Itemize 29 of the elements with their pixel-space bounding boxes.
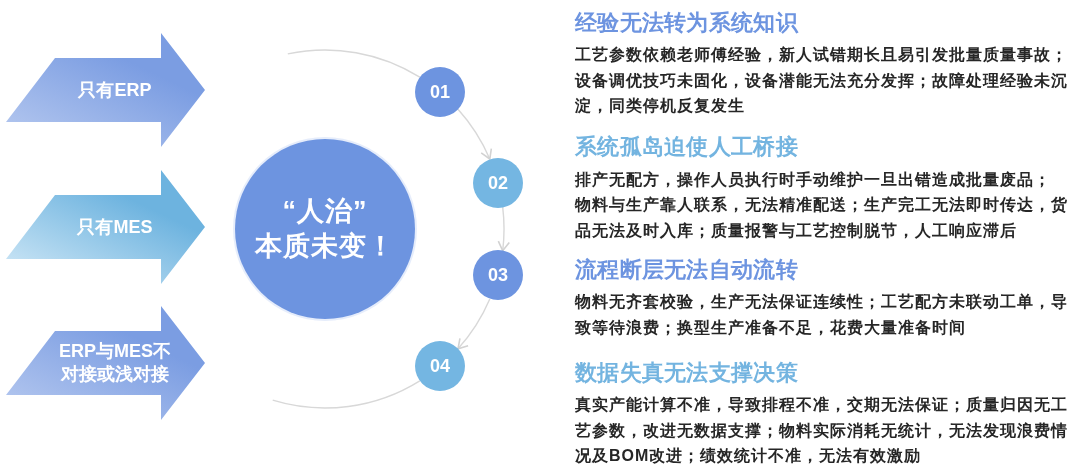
step-circle: [415, 66, 466, 117]
section-text: 工艺参数依赖老师傅经验，新人试错期长且易引发批量质量事故；设备调优技巧未固化，设备潜能无法充分发挥；故障处理经验未沉淀，同类停机反复发生: [575, 45, 1069, 116]
step-number: 02: [487, 171, 508, 194]
pointer-banner: [6, 33, 206, 147]
section-heading: 数据失真无法支撑决策: [575, 359, 798, 387]
pointer-banner: [6, 170, 206, 284]
curved-line: [287, 49, 421, 78]
step-number: 01: [430, 80, 451, 103]
section-text: 物料无齐套校验，生产无法保证连续性；工艺配方未联动工单，导致等待浪费；换型生产准备不足，花费大量准备时间: [575, 292, 1069, 338]
section-text: 排产无配方，操作人员执行时手动维护一旦出错造成批量废品；: [575, 170, 1051, 190]
section-heading: 流程断层无法自动流转: [575, 256, 798, 284]
banner-text: 只有ERP: [78, 78, 152, 102]
step-number: 03: [487, 264, 508, 287]
section-heading: 经验无法转为系统知识: [575, 9, 798, 37]
curved-line: [272, 380, 421, 409]
curved-arrow: [457, 108, 492, 160]
circle-text: “人治”: [282, 195, 368, 228]
curved-arrow: [497, 206, 510, 252]
step-circle: [472, 157, 523, 208]
step-circle: [415, 341, 466, 392]
banner-text: 只有MES: [77, 215, 153, 239]
step-number: 04: [430, 355, 451, 378]
section-text: 物料与生产靠人联系，无法精准配送；生产完工无法即时传达，货品无法及时入库；质量报警与工艺控制脱节，人工响应滞后: [575, 195, 1069, 241]
section-heading: 系统孤岛迫使人工桥接: [575, 133, 798, 161]
circle-text: 本质未变！: [255, 230, 395, 263]
pointer-banner: [6, 306, 206, 420]
curved-arrow: [457, 298, 491, 350]
banner-text: ERP与MES不对接或浅对接: [58, 340, 172, 386]
section-text: 真实产能计算不准，导致排程不准，交期无法保证；质量归因无工艺参数，改进无数据支撑；物料实际消耗无统计，无法发现浪费情况及BOM改进；绩效统计不准，无法有效激励: [575, 395, 1069, 466]
